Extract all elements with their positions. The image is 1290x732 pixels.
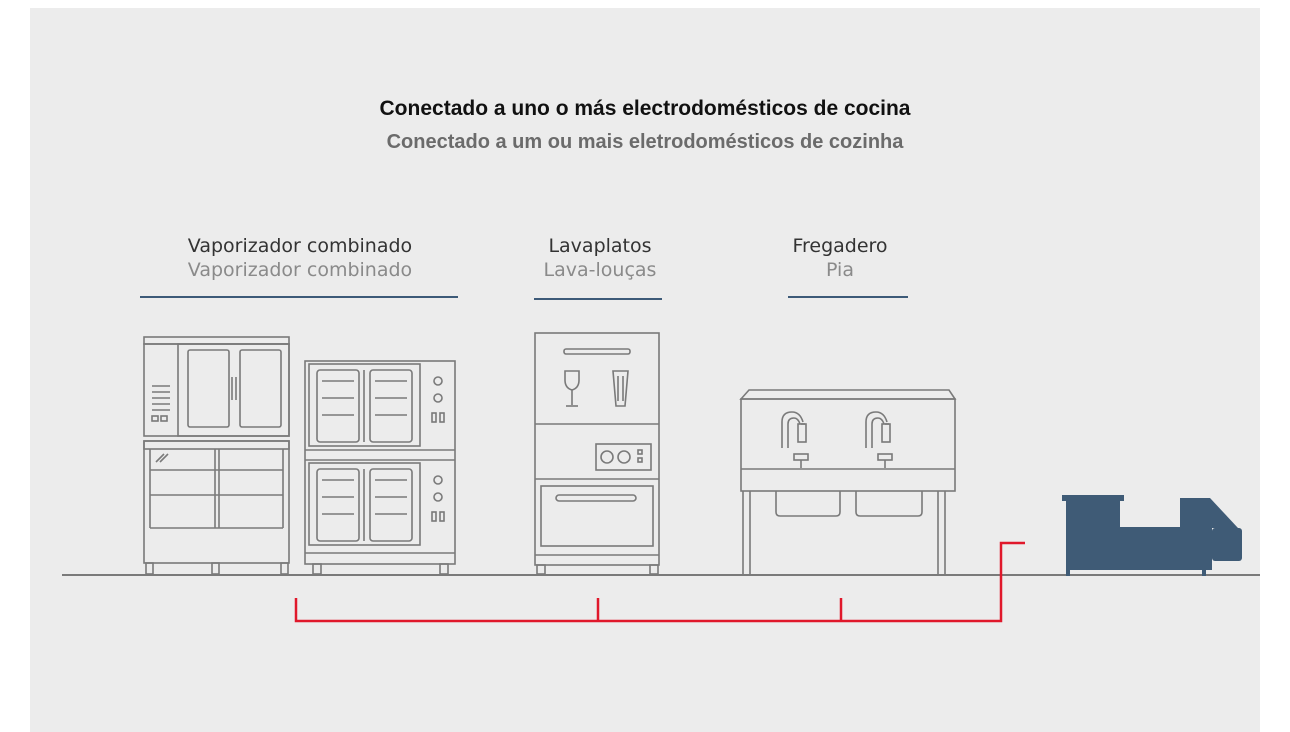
label-dishwasher: Lavaplatos Lava-louças (520, 234, 680, 282)
label-sink-es: Fregadero (792, 235, 888, 257)
label-combi: Vaporizador combinado Vaporizador combin… (140, 234, 460, 282)
underline-dishwasher (534, 298, 662, 300)
combi-oven-stack-icon (143, 336, 290, 575)
double-sink-icon (739, 389, 957, 574)
double-convection-oven-icon (304, 360, 456, 575)
label-dishwasher-es: Lavaplatos (548, 235, 652, 257)
title-portuguese: Conectado a um ou mais eletrodomésticos … (386, 131, 904, 153)
connection-pipes (294, 541, 1025, 623)
underline-combi (140, 296, 458, 298)
label-combi-es: Vaporizador combinado (187, 235, 413, 257)
underline-sink (788, 296, 908, 298)
grease-trap-icon (1062, 495, 1242, 576)
label-sink: Fregadero Pia (770, 234, 910, 282)
label-dishwasher-pt: Lava-louças (543, 259, 657, 281)
title-spanish: Conectado a uno o más electrodomésticos … (379, 97, 911, 120)
label-sink-pt: Pia (826, 259, 854, 281)
label-combi-pt: Vaporizador combinado (187, 259, 413, 281)
diagram-background (30, 8, 1260, 732)
dishwasher-icon (534, 332, 660, 575)
